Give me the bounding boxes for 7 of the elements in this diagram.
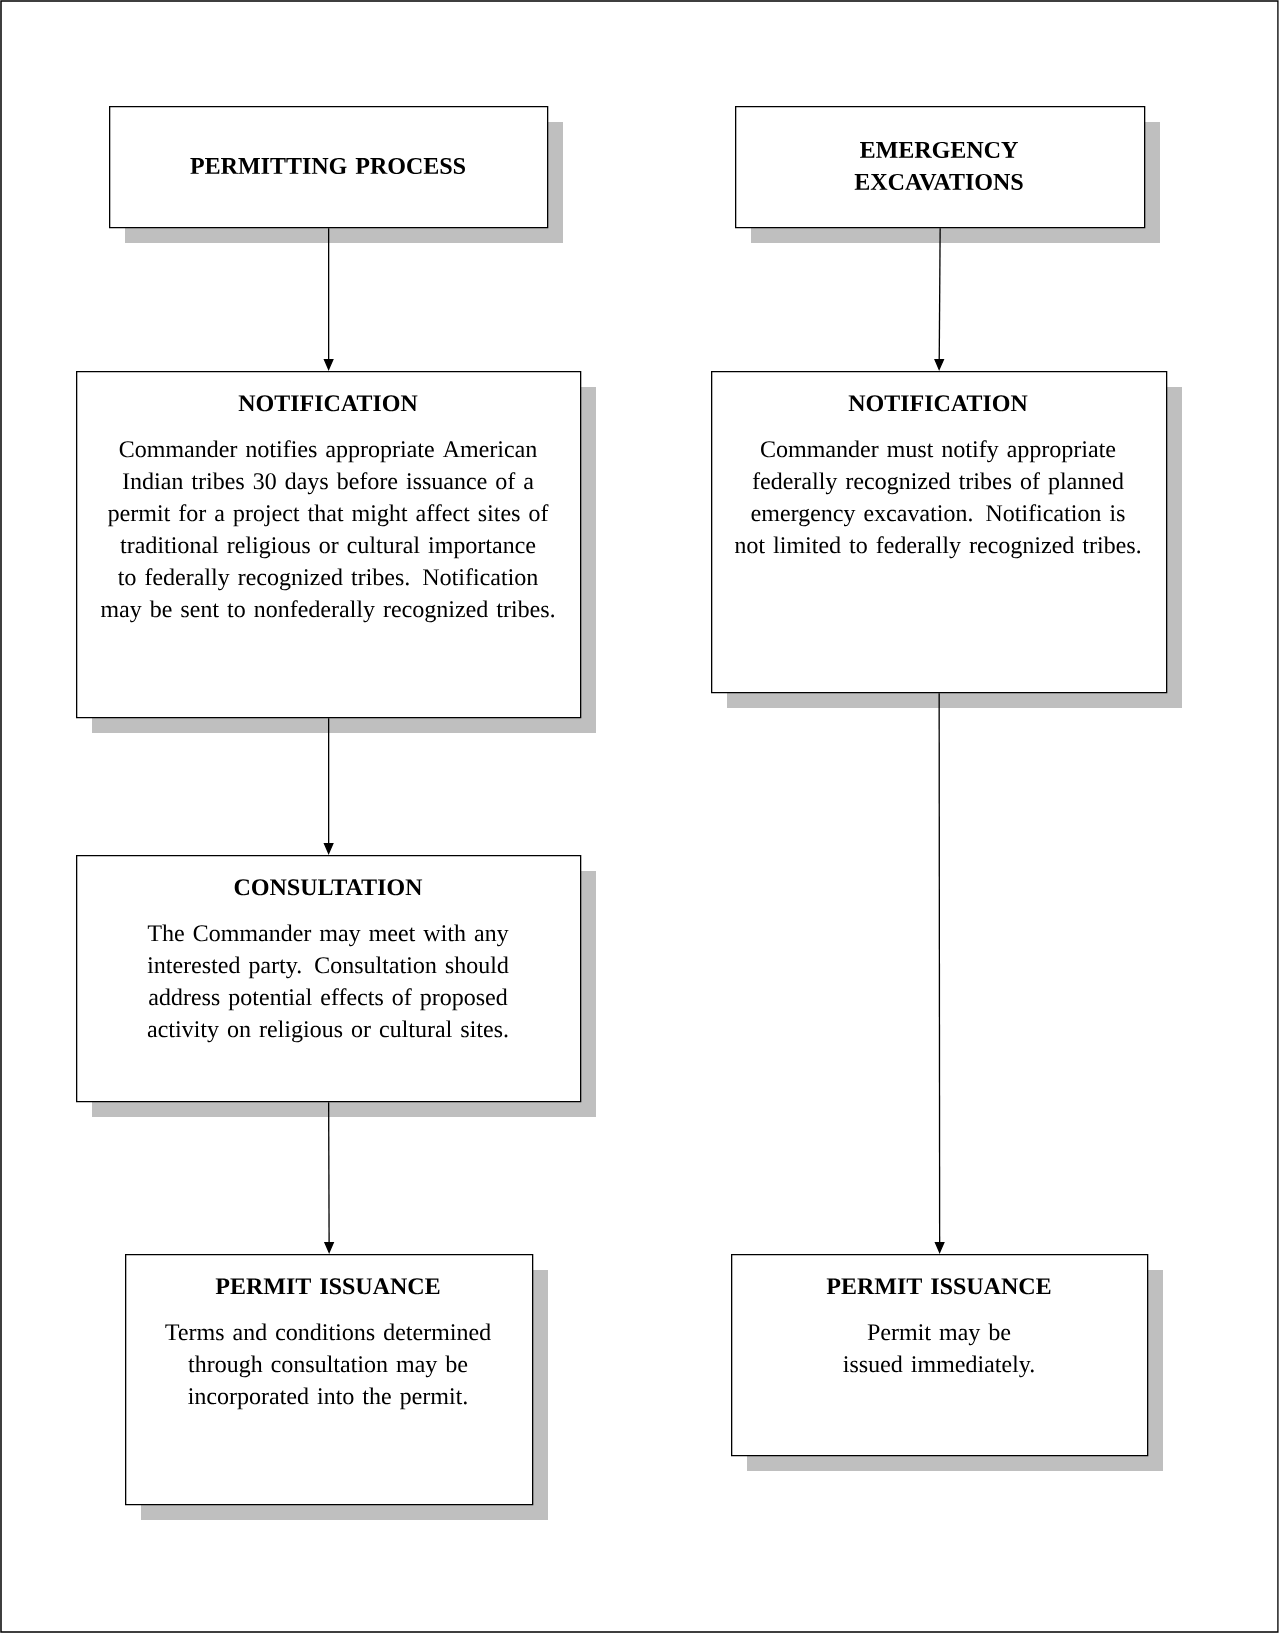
process-box: EMERGENCY EXCAVATIONS: [735, 106, 1160, 243]
process-box: CONSULTATION The Commander may meet with any interested party. Consultation should address potential effects of proposed activity on religious or cultural sites.: [76, 855, 596, 1117]
process-box: PERMIT ISSUANCE Permit may be issued immediately.: [731, 1254, 1163, 1471]
process-box: NOTIFICATION Commander must notify appropriate federally recognized tribes of planned emergency excavation. Notification is not limited to federally recognized tribes.: [711, 371, 1182, 708]
process-box: NOTIFICATION Commander notifies appropriate American Indian tribes 30 days before issuance of a permit for a project that might affect sites of traditional religious or cultural importance to federally recognized tribes. Notification may be sent to nonfederally recognized tribes.: [76, 371, 596, 733]
process-box: PERMIT ISSUANCE Terms and conditions determined through consultation may be incorporated into the permit.: [125, 1254, 548, 1520]
process-box: PERMITTING PROCESS: [109, 106, 563, 243]
